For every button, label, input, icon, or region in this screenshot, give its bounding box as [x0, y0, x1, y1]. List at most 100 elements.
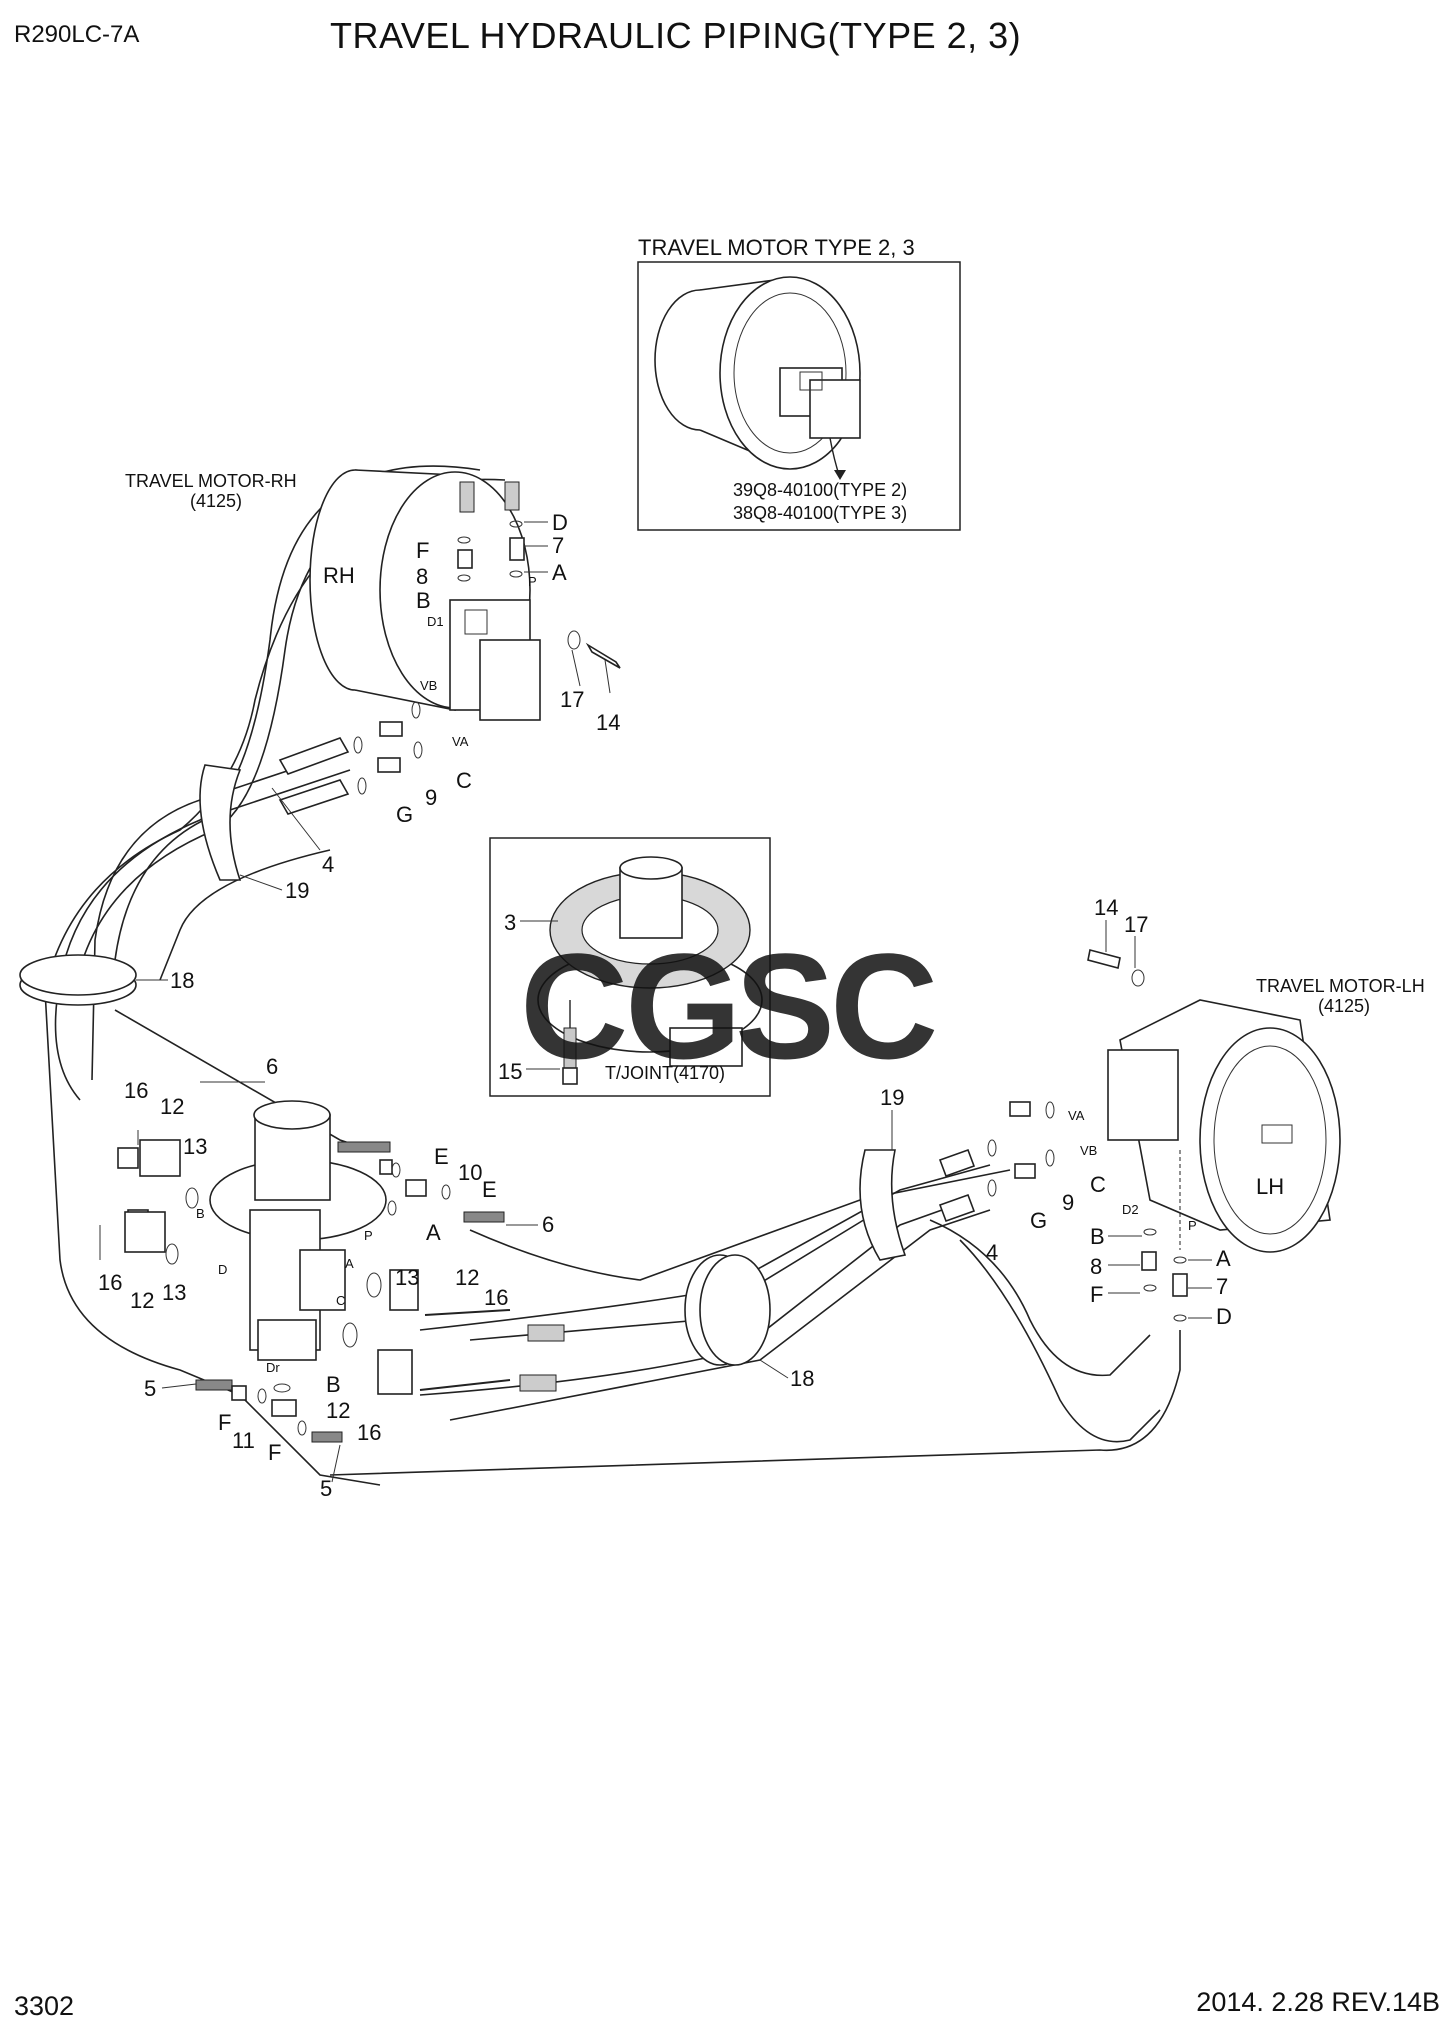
turning-joint-label: T/JOINT(4170) [605, 1063, 725, 1083]
motor-lh-code: (4125) [1318, 996, 1370, 1016]
callout-13-swivel: 13 [395, 1265, 419, 1290]
port-p-rh: P [528, 574, 537, 589]
callout-5-upper: 5 [144, 1376, 156, 1401]
callout-f-2: F [268, 1440, 281, 1465]
callout-18-center: 18 [790, 1366, 814, 1391]
callout-rh-a: A [552, 560, 567, 585]
port-va-rh: VA [452, 734, 469, 749]
callout-13-left-a: 13 [183, 1134, 207, 1159]
inset-travel-motor-type: TRAVEL MOTOR TYPE 2, 3 39Q8-40100(TYPE 2… [637, 235, 961, 531]
watermark-letter-c2: C [830, 922, 938, 1090]
port-p-lh: P [1188, 1218, 1197, 1233]
callout-3: 3 [504, 910, 516, 935]
callout-d-lh: D [1216, 1304, 1232, 1329]
port-d2: D2 [1122, 1202, 1139, 1217]
callout-5-lower: 5 [320, 1476, 332, 1501]
callout-b-lh: B [1090, 1224, 1105, 1249]
center-fittings [195, 1141, 565, 1443]
port-b-left: B [196, 1206, 205, 1221]
callout-19-center: 19 [880, 1085, 904, 1110]
callout-6-upper: 6 [266, 1054, 278, 1079]
callout-f-lh: F [1090, 1282, 1103, 1307]
lh-fittings [938, 949, 1188, 1322]
watermark-letter-g: G [625, 922, 742, 1090]
port-c-swivel: C [336, 1293, 345, 1308]
callout-16-swivel-b: 16 [357, 1420, 381, 1445]
inset-motor-frame [637, 261, 961, 531]
callout-f-1: F [218, 1410, 231, 1435]
callout-rh-14: 14 [596, 710, 620, 735]
part-number-type3: 38Q8-40100(TYPE 3) [733, 503, 907, 523]
callout-rh-4: 4 [322, 852, 334, 877]
callout-rh-f: F [416, 538, 429, 563]
callout-rh-g: G [396, 802, 413, 827]
callout-12-swivel-a: 12 [455, 1265, 479, 1290]
port-vb-rh: VB [420, 678, 437, 693]
callout-rh-b: B [416, 588, 431, 613]
callout-a-center: A [426, 1220, 441, 1245]
callout-e-2: E [482, 1177, 497, 1202]
callout-12-swivel-b: 12 [326, 1398, 350, 1423]
callout-a-lh: A [1216, 1246, 1231, 1271]
callout-8-lh: 8 [1090, 1254, 1102, 1279]
callout-rh-19: 19 [285, 878, 309, 903]
watermark-cgsc: C G S C [520, 922, 938, 1090]
inset-joint-frame [489, 837, 771, 1097]
revision-date: 2014. 2.28 REV.14B [1196, 1987, 1440, 2017]
inset-turning-joint: 3 15 T/JOINT(4170) [489, 837, 771, 1097]
callout-rh-9: 9 [425, 785, 437, 810]
model-number: R290LC-7A [14, 21, 139, 48]
travel-motor-rh [309, 469, 541, 721]
callout-10: 10 [458, 1160, 482, 1185]
page-number: 3302 [14, 1991, 74, 2021]
callout-16-left-b: 16 [98, 1270, 122, 1295]
port-d1: D1 [427, 614, 444, 629]
callout-4-lh: 4 [986, 1240, 998, 1265]
callout-17-lh: 17 [1124, 912, 1148, 937]
rh-fittings [271, 481, 621, 851]
port-d-left: D [218, 1262, 227, 1277]
port-dr-swivel: Dr [266, 1360, 280, 1375]
callout-9-lh: 9 [1062, 1190, 1074, 1215]
callout-c-lh: C [1090, 1172, 1106, 1197]
watermark-letter-s: S [735, 922, 835, 1090]
clamp-18-center [684, 1254, 771, 1366]
port-va-lh: VA [1068, 1108, 1085, 1123]
diagram-title: TRAVEL HYDRAULIC PIPING(TYPE 2, 3) [330, 15, 1021, 56]
callout-b-swivel: B [326, 1372, 341, 1397]
callout-12-left-b: 12 [130, 1288, 154, 1313]
motor-lh-tag: LH [1256, 1174, 1284, 1199]
watermark-letter-c1: C [520, 922, 628, 1090]
part-number-type2: 39Q8-40100(TYPE 2) [733, 480, 907, 500]
port-p-swivel: P [364, 1228, 373, 1243]
callout-rh-d: D [552, 510, 568, 535]
callout-13-left-b: 13 [162, 1280, 186, 1305]
callout-11: 11 [232, 1428, 255, 1453]
motor-rh-tag: RH [323, 563, 355, 588]
motor-lh-name: TRAVEL MOTOR-LH [1256, 976, 1425, 996]
clamp-19-center [859, 1149, 907, 1261]
callout-18-left: 18 [170, 968, 194, 993]
clamp-19-rh [199, 764, 242, 881]
travel-motor-lh [1107, 999, 1341, 1253]
callout-rh-8: 8 [416, 564, 428, 589]
callout-rh-7: 7 [552, 533, 564, 558]
motor-rh-code: (4125) [190, 491, 242, 511]
callout-7-lh: 7 [1216, 1274, 1228, 1299]
callout-rh-c: C [456, 768, 472, 793]
callout-16-left-a: 16 [124, 1078, 148, 1103]
callout-g-lh: G [1030, 1208, 1047, 1233]
clamp-18-left [19, 954, 137, 1006]
callout-16-swivel-a: 16 [484, 1285, 508, 1310]
inset-motor-drawing [654, 276, 861, 480]
callout-rh-17: 17 [560, 687, 584, 712]
motor-rh-name: TRAVEL MOTOR-RH [125, 471, 297, 491]
center-swivel-joint [209, 1100, 387, 1361]
callout-14-lh: 14 [1094, 895, 1118, 920]
callout-e-1: E [434, 1144, 449, 1169]
port-a-swivel: A [345, 1256, 354, 1271]
port-vb-lh: VB [1080, 1143, 1097, 1158]
callout-12-left-a: 12 [160, 1094, 184, 1119]
callout-6-lower: 6 [542, 1212, 554, 1237]
